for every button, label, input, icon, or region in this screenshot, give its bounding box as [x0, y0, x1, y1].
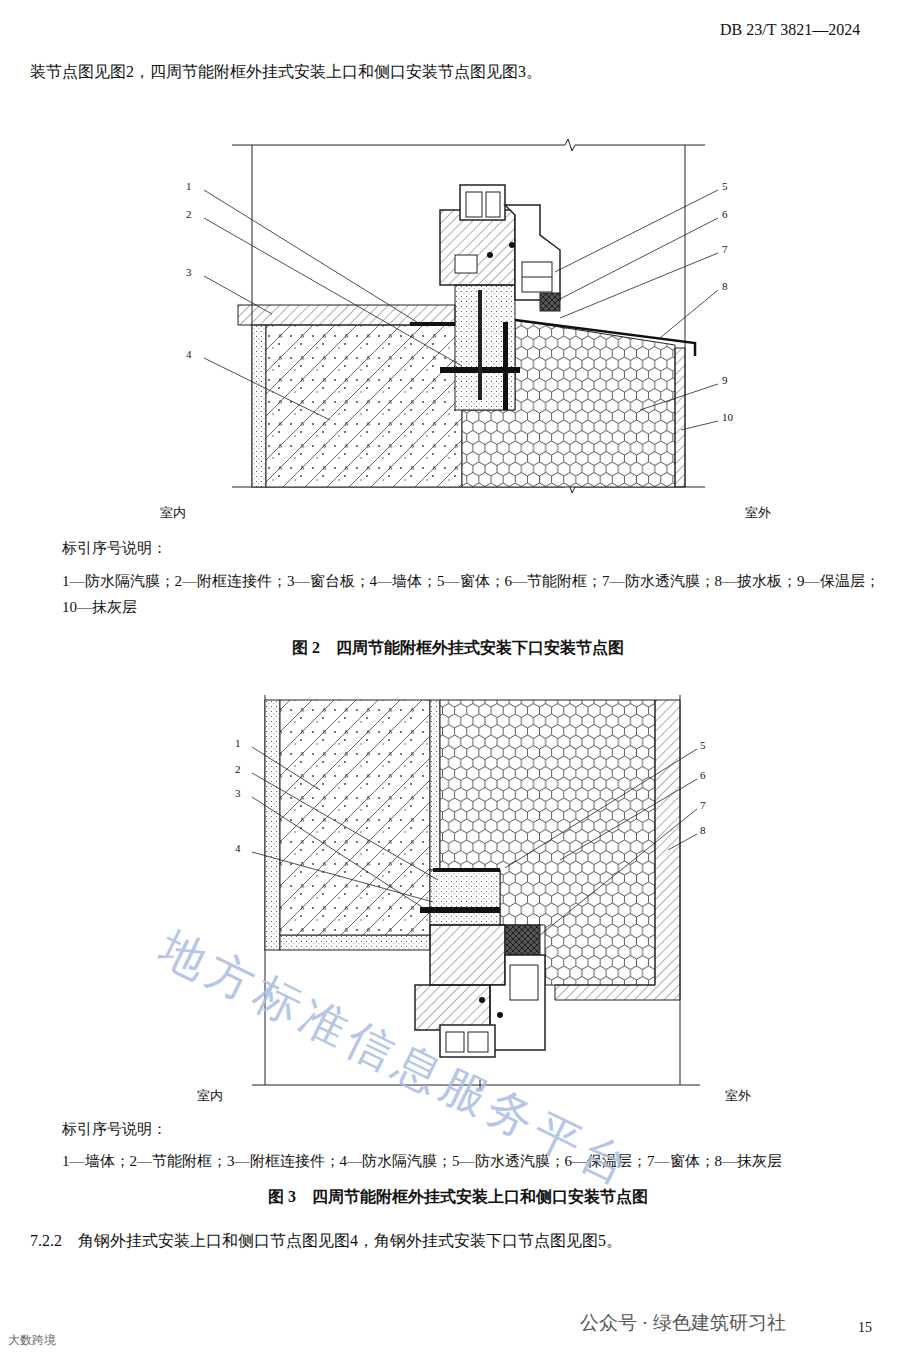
callout-number: 5 — [700, 739, 706, 752]
callout-number: 7 — [700, 799, 706, 812]
callout-number: 6 — [722, 208, 728, 221]
side-label: 室内 — [197, 1088, 223, 1104]
callout-number: 3 — [186, 266, 192, 279]
figure-caption: 图 3 四周节能附框外挂式安装上口和侧口安装节点图 — [268, 1187, 648, 1206]
callout-number: 1 — [235, 737, 241, 750]
callout-number: 2 — [235, 763, 241, 776]
body-text: 7.2.2 角钢外挂式安装上口和侧口节点图见图4，角钢外挂式安装下口节点图见图5… — [30, 1231, 622, 1250]
side-label: 室外 — [725, 1088, 751, 1104]
standard-number: DB 23/T 3821—2024 — [720, 20, 860, 39]
callout-number: 4 — [186, 348, 192, 361]
legend-heading: 标引序号说明： — [62, 539, 167, 557]
callout-number: 6 — [700, 769, 706, 782]
callout-number: 9 — [722, 374, 728, 387]
callout-number: 5 — [722, 180, 728, 193]
legend-text: 1—墙体；2—节能附框；3—附框连接件；4—防水隔汽膜；5—防水透汽膜；6—保温… — [62, 1148, 890, 1174]
callout-number: 7 — [722, 243, 728, 256]
callout-number: 3 — [235, 787, 241, 800]
legend-heading: 标引序号说明： — [62, 1120, 167, 1138]
footer-account: 公众号 · 绿色建筑研习社 — [580, 1312, 786, 1335]
callout-number: 2 — [186, 208, 192, 221]
side-label: 室内 — [160, 505, 186, 521]
footer-mark: 大数跨境 — [8, 1333, 56, 1347]
legend-text: 1—防水隔汽膜；2—附框连接件；3—窗台板；4—墙体；5—窗体；6—节能附框；7… — [62, 568, 890, 621]
figure-caption: 图 2 四周节能附框外挂式安装下口安装节点图 — [292, 638, 624, 657]
callout-number: 10 — [722, 411, 733, 424]
side-label: 室外 — [745, 505, 771, 521]
body-text: 装节点图见图2，四周节能附框外挂式安装上口和侧口安装节点图见图3。 — [30, 62, 542, 81]
callout-number: 1 — [186, 180, 192, 193]
callout-number: 4 — [235, 842, 241, 855]
callout-number: 8 — [700, 824, 706, 837]
callout-number: 8 — [722, 280, 728, 293]
page-number: 15 — [858, 1320, 872, 1337]
